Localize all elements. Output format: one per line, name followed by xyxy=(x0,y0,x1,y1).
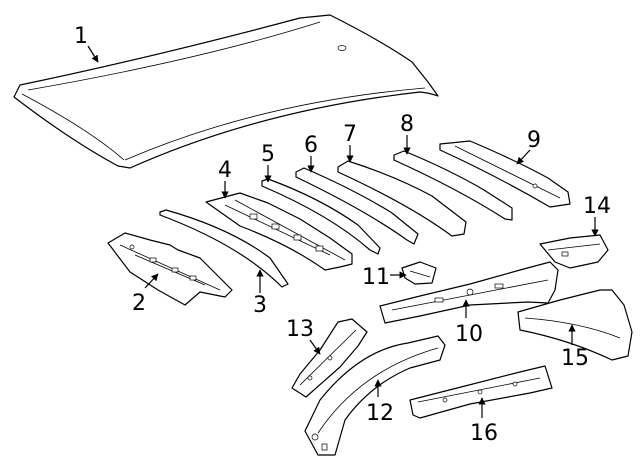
part-2-cross-member xyxy=(107,232,233,306)
callout-5: 5 xyxy=(261,142,275,167)
callout-1: 1 xyxy=(74,24,88,49)
leader-9 xyxy=(516,149,531,165)
callout-labels: 1 2 3 4 5 6 7 8 9 10 11 12 13 14 15 16 xyxy=(74,24,611,446)
part-1-roof-panel xyxy=(13,14,439,169)
callout-6: 6 xyxy=(304,133,318,158)
part-7-roof-bow xyxy=(337,160,467,237)
part-4-reinforcement-panel xyxy=(205,192,353,271)
part-13-pillar-bracket xyxy=(291,318,368,398)
leader-lines xyxy=(87,45,599,418)
callout-9: 9 xyxy=(527,128,541,153)
part-9-header-panel xyxy=(439,140,571,208)
part-10-side-rail xyxy=(379,261,559,324)
part-16-lower-rail xyxy=(409,365,553,419)
leader-1 xyxy=(87,45,99,63)
part-8-roof-bow xyxy=(393,150,513,221)
callout-8: 8 xyxy=(400,112,414,137)
callout-2: 2 xyxy=(132,291,146,316)
leader-2 xyxy=(144,273,159,289)
part-12-pillar xyxy=(304,335,446,456)
part-14-bracket xyxy=(539,234,609,269)
callout-16: 16 xyxy=(470,421,498,446)
part-3-roof-bow xyxy=(159,209,289,288)
callout-13: 13 xyxy=(286,317,314,342)
callout-12: 12 xyxy=(366,401,394,426)
callout-7: 7 xyxy=(343,122,357,147)
callout-10: 10 xyxy=(455,322,483,347)
callout-11: 11 xyxy=(362,265,390,290)
callout-14: 14 xyxy=(583,194,611,219)
callout-3: 3 xyxy=(253,293,267,318)
part-6-roof-bow xyxy=(295,167,419,245)
part-11-bracket xyxy=(401,261,437,285)
callout-15: 15 xyxy=(561,346,589,371)
callout-4: 4 xyxy=(218,158,232,183)
part-5-roof-bow xyxy=(261,178,381,255)
leader-13 xyxy=(309,339,321,355)
